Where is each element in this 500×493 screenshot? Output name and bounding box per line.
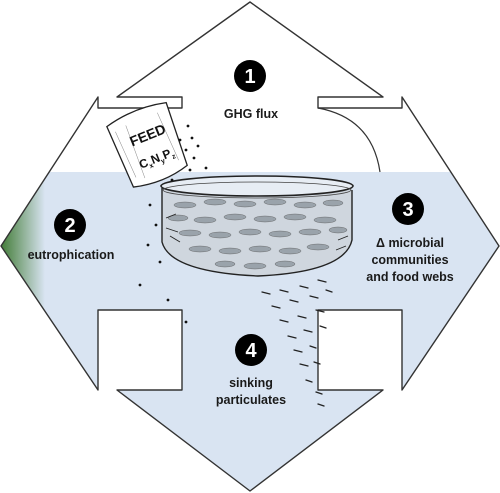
label-microbial-2: communities xyxy=(371,253,448,267)
label-microbial-3: and food webs xyxy=(366,270,454,284)
badge-2: 2 xyxy=(54,209,86,241)
feed-bag: FEED CxNyPz xyxy=(106,101,188,188)
badge-4: 4 xyxy=(235,334,267,366)
label-sinking-1: sinking xyxy=(229,376,273,390)
net-pen xyxy=(160,175,354,277)
badge-3: 3 xyxy=(392,193,424,225)
label-microbial-1: Δ microbial xyxy=(376,236,444,250)
feed-pellets xyxy=(138,124,208,324)
sinking-particulates xyxy=(261,279,333,407)
label-eutrophication: eutrophication xyxy=(28,248,115,262)
svg-text:4: 4 xyxy=(245,340,257,362)
svg-text:2: 2 xyxy=(64,215,75,237)
label-ghg-flux: GHG flux xyxy=(224,107,278,121)
badge-1: 1 xyxy=(234,60,266,92)
inner-curve xyxy=(317,107,381,173)
fish-school xyxy=(167,198,348,270)
feed-formula: CxNyPz xyxy=(137,145,177,174)
label-sinking-2: particulates xyxy=(216,393,286,407)
svg-text:3: 3 xyxy=(402,199,413,221)
svg-text:1: 1 xyxy=(244,66,255,88)
